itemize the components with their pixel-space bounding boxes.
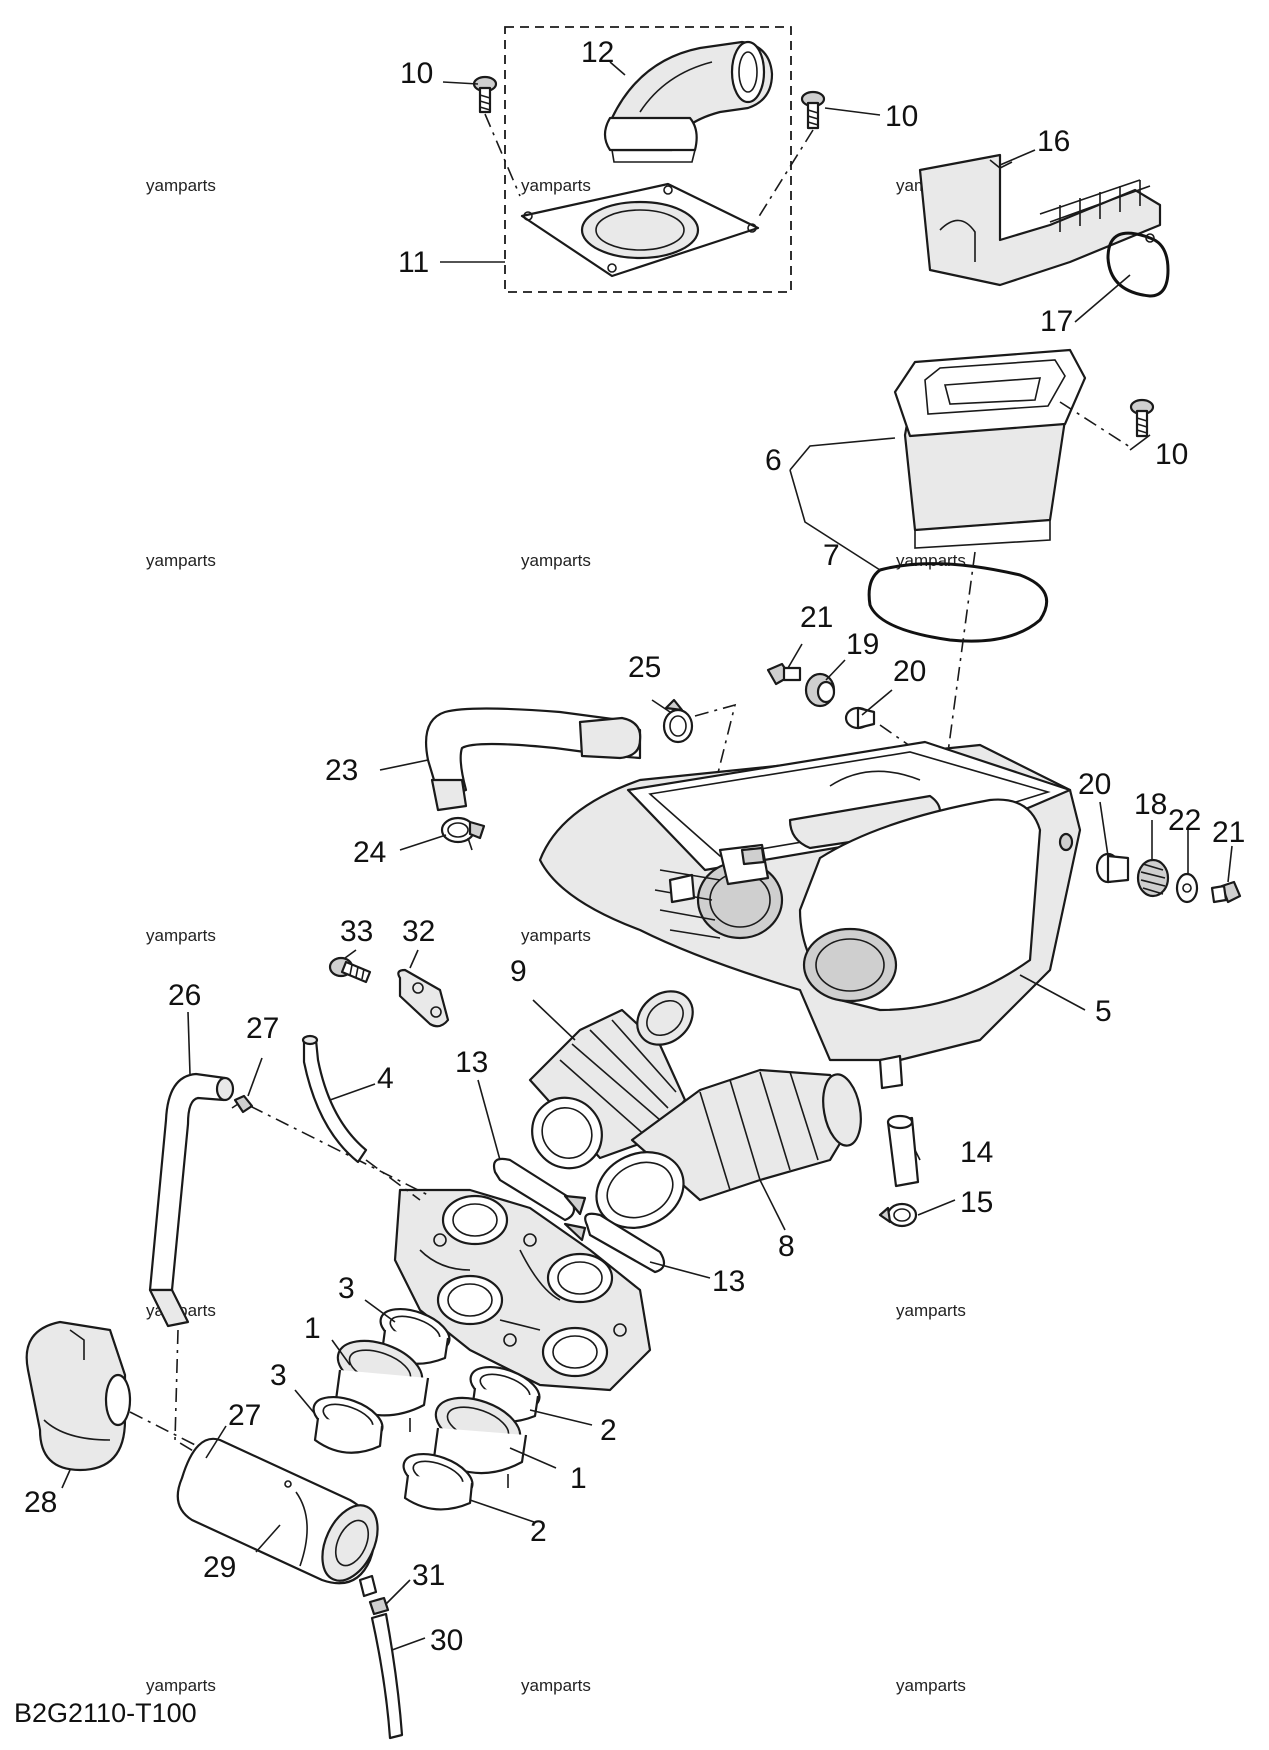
callout-13: 13	[455, 1046, 488, 1079]
screw-part-33	[328, 956, 372, 984]
callout-5: 5	[1095, 995, 1112, 1028]
callout-12: 12	[581, 36, 614, 69]
gasket-plate-part-11	[520, 182, 760, 278]
callout-30: 30	[430, 1624, 463, 1657]
watermark-text: yamparts	[521, 926, 591, 945]
callout-10: 10	[400, 57, 433, 90]
bolt-part-21-side	[1210, 880, 1242, 904]
callout-11: 11	[398, 246, 429, 279]
screw-part-10-right	[757, 90, 826, 219]
callout-16: 16	[1037, 125, 1070, 158]
hose-clamp-part-15	[878, 1202, 918, 1228]
callout-17: 17	[1040, 305, 1073, 338]
callout-8: 8	[778, 1230, 795, 1263]
callout-20: 20	[1078, 768, 1111, 801]
intake-joint-part-8	[595, 1068, 862, 1229]
watermark-text: yamparts	[521, 1676, 591, 1695]
hose-part-4	[301, 1034, 421, 1201]
callout-21: 21	[1212, 816, 1245, 849]
collar-part-20-side	[1095, 852, 1130, 884]
callout-2: 2	[530, 1515, 547, 1548]
callout-33: 33	[340, 915, 373, 948]
callout-labels: 10 12 10 16 11 17 6 10 7 21 19 20 25 23 …	[24, 36, 1245, 1657]
callout-22: 22	[1168, 804, 1201, 837]
watermark-text: yamparts	[896, 1676, 966, 1695]
callout-23: 23	[325, 754, 358, 787]
diagram-code: B2G2110-T100	[14, 1698, 197, 1728]
callout-31: 31	[412, 1559, 445, 1592]
callout-3: 3	[338, 1272, 355, 1305]
clamp-part-13-lower	[563, 1212, 666, 1274]
drain-hose-part-14	[886, 1114, 920, 1188]
callout-26: 26	[168, 979, 201, 1012]
callout-27: 27	[228, 1399, 261, 1432]
hose-26-alignment-line	[174, 1329, 206, 1459]
callout-25: 25	[628, 651, 661, 684]
screw-part-10-filter	[1129, 398, 1155, 438]
callout-28: 28	[24, 1486, 57, 1519]
callout-32: 32	[402, 915, 435, 948]
callout-10: 10	[885, 100, 918, 133]
hose-clamp-part-24	[440, 816, 486, 851]
hose-part-26	[148, 1072, 235, 1328]
hose-clamp-part-25	[662, 698, 737, 846]
callout-20: 20	[893, 655, 926, 688]
callout-3: 3	[270, 1359, 287, 1392]
callout-21: 21	[800, 601, 833, 634]
callout-9: 9	[510, 955, 527, 988]
callout-10: 10	[1155, 438, 1188, 471]
watermark-text: yamparts	[146, 551, 216, 570]
breather-hose-part-23	[424, 707, 642, 812]
watermark-text: yamparts	[146, 1676, 216, 1695]
joint-part-1-right	[432, 1396, 528, 1488]
clamp-part-31	[368, 1596, 390, 1616]
washer-part-22	[1175, 872, 1199, 904]
watermark-text: yamparts	[896, 551, 966, 570]
joint-part-2-lower	[402, 1452, 474, 1511]
callout-7: 7	[823, 539, 840, 572]
watermark-text: yamparts	[521, 176, 591, 195]
watermark-text: yamparts	[146, 926, 216, 945]
callout-2: 2	[600, 1414, 617, 1447]
intake-joint-part-9	[528, 990, 694, 1170]
callout-1: 1	[304, 1312, 321, 1345]
callout-15: 15	[960, 1186, 993, 1219]
airbox-part-5	[538, 740, 1082, 1090]
callout-29: 29	[203, 1551, 236, 1584]
watermark-text: yamparts	[146, 176, 216, 195]
joint-part-3-lower	[312, 1395, 384, 1454]
watermark-text: yamparts	[896, 1301, 966, 1320]
bracket-part-32	[397, 968, 450, 1028]
screw-part-10-left	[472, 75, 521, 197]
callout-6: 6	[765, 444, 782, 477]
hose-part-30	[370, 1612, 404, 1740]
spring-part-18	[1136, 858, 1170, 898]
clamp-part-13-upper	[492, 1157, 587, 1222]
grommet-part-19	[804, 672, 836, 708]
callout-4: 4	[377, 1062, 394, 1095]
canister-part-29	[176, 1437, 379, 1598]
clip-ring-part-17	[1106, 231, 1170, 298]
fitting-part-27-upper	[231, 1094, 431, 1197]
o-ring-part-7	[867, 562, 1049, 643]
bolt-part-21-upper	[766, 662, 802, 686]
intake-duct-kit	[504, 26, 792, 293]
cover-part-28	[25, 1320, 216, 1472]
callout-1: 1	[570, 1462, 587, 1495]
throttle-body-assembly	[393, 1188, 652, 1392]
callout-24: 24	[353, 836, 386, 869]
callout-13: 13	[712, 1265, 745, 1298]
kit-boundary-box	[504, 26, 792, 293]
air-cover-part-16	[918, 153, 1162, 287]
leader-lines	[61, 61, 1233, 1651]
air-filter-part-6	[893, 348, 1131, 549]
watermark-text: yamparts	[521, 551, 591, 570]
callout-18: 18	[1134, 788, 1167, 821]
callout-19: 19	[846, 628, 879, 661]
callout-14: 14	[960, 1136, 993, 1169]
intake-duct-part-12	[603, 40, 774, 163]
callout-27: 27	[246, 1012, 279, 1045]
